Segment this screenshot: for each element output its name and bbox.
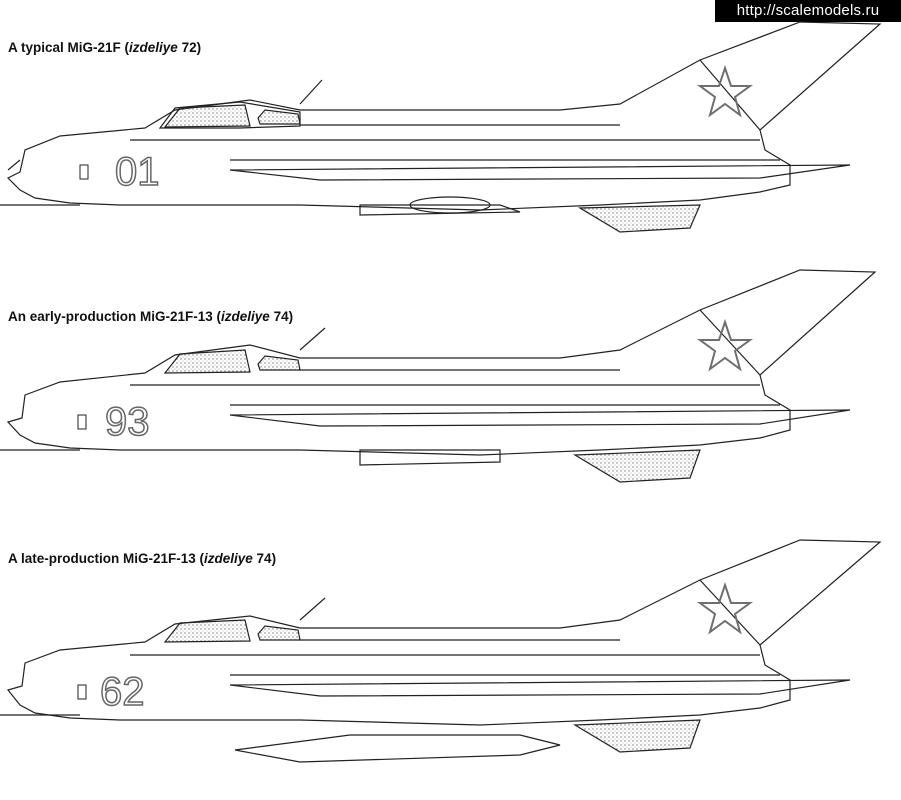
caption-italic: izdeliye	[221, 309, 270, 324]
caption-end: 74)	[252, 551, 277, 566]
caption-italic: izdeliye	[204, 551, 253, 566]
star-insignia	[696, 581, 754, 635]
aircraft-profile-2: 93	[0, 269, 877, 483]
caption-main: A typical MiG-21F (	[8, 40, 130, 55]
caption-main: An early-production MiG-21F-13 (	[8, 309, 222, 324]
caption-mig21f13-late: A late-production MiG-21F-13 (izdeliye 7…	[8, 551, 276, 566]
tail-number: 01	[115, 150, 160, 194]
watermark: http://scalemodels.ru	[715, 0, 901, 22]
caption-mig21f: A typical MiG-21F (izdeliye 72)	[8, 40, 201, 55]
caption-end: 74)	[269, 309, 294, 324]
tail-number: 62	[100, 670, 145, 714]
caption-main: A late-production MiG-21F-13 (	[8, 551, 205, 566]
caption-end: 72)	[177, 40, 202, 55]
caption-mig21f13-early: An early-production MiG-21F-13 (izdeliye…	[8, 309, 293, 324]
caption-italic: izdeliye	[129, 40, 178, 55]
star-insignia	[696, 64, 754, 118]
star-insignia	[696, 318, 754, 372]
aircraft-profile-1: 01	[0, 21, 882, 233]
aircraft-profile-3: 62	[0, 539, 882, 763]
tail-number: 93	[105, 400, 150, 444]
